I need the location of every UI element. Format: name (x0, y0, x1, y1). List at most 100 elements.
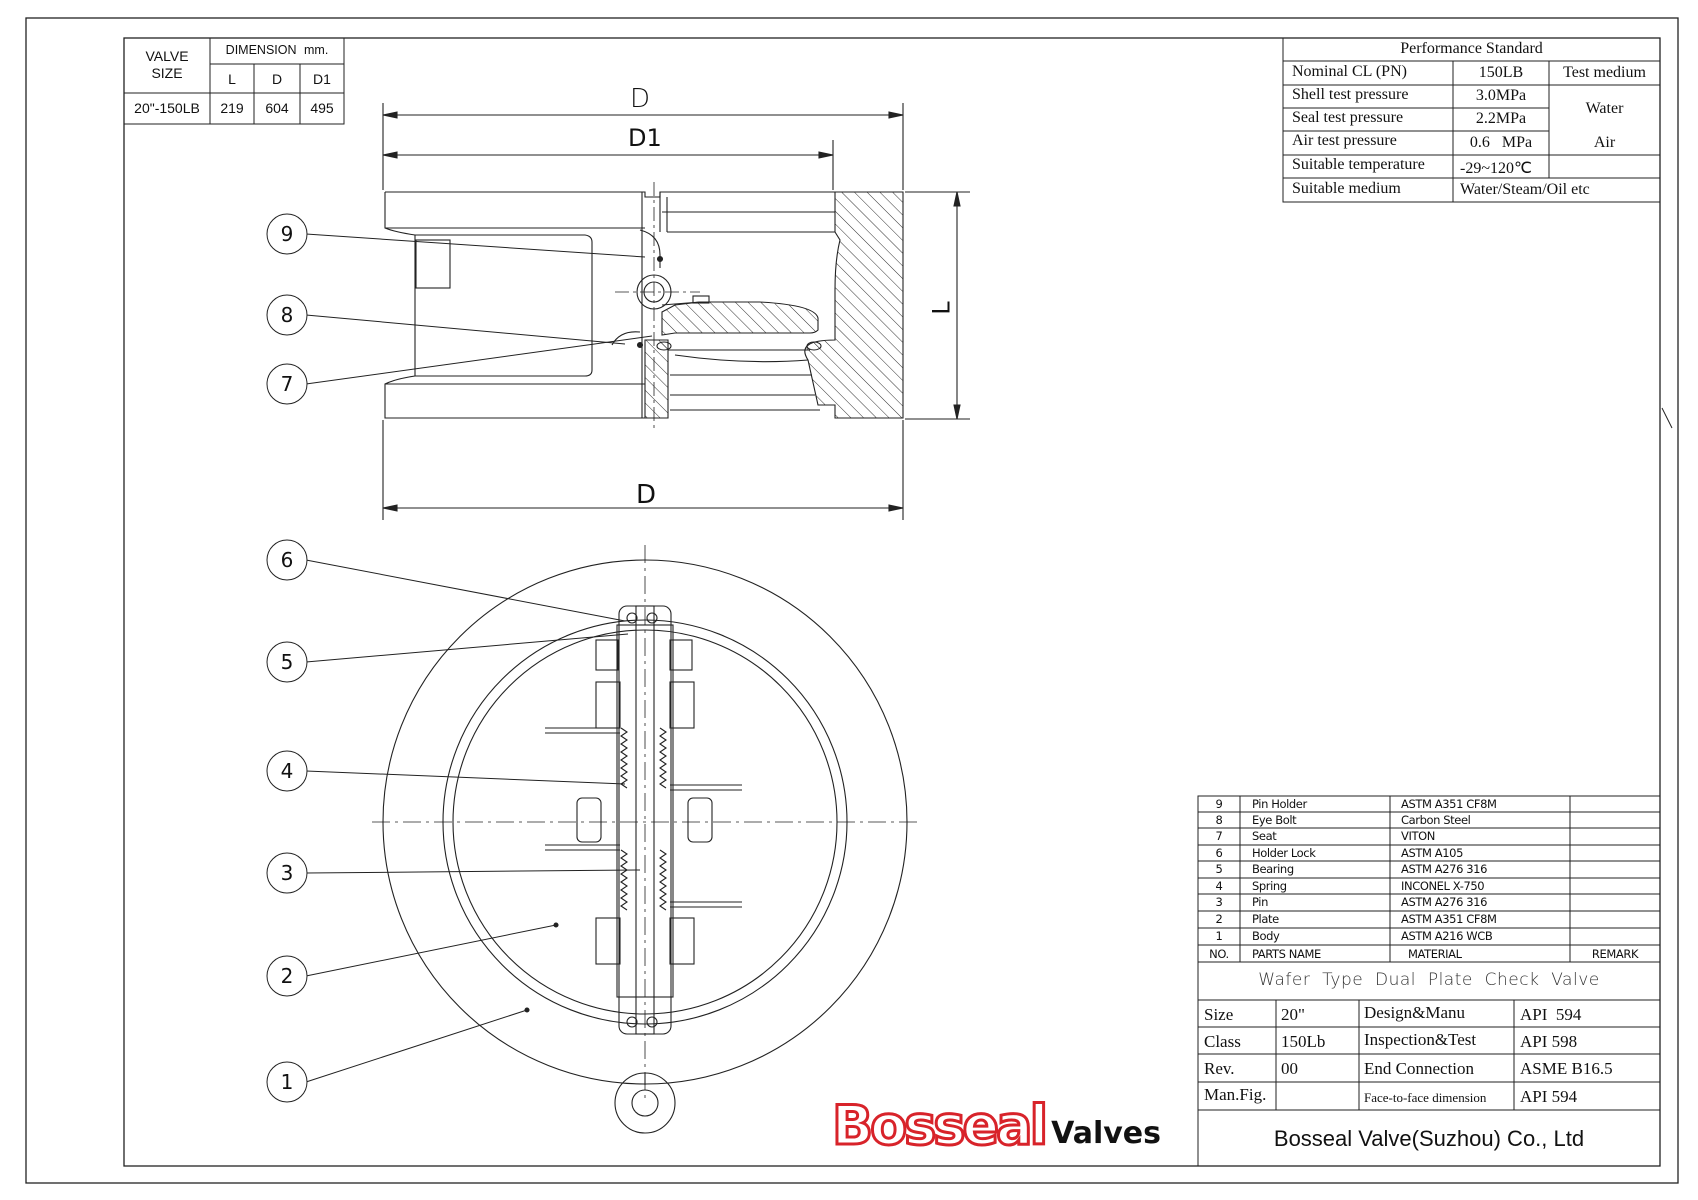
valve-size-label-line2: SIZE (151, 65, 183, 81)
dim-d-bottom: D (636, 480, 657, 510)
company-name: Bosseal Valve(Suzhou) Co., Ltd (1273, 1126, 1585, 1151)
part-material: ASTM A351 CF8M (1401, 912, 1497, 926)
perf-label-2: Seal test pressure (1292, 109, 1404, 126)
part-no: 3 (1215, 895, 1223, 909)
balloon-1: 1 (280, 1070, 294, 1094)
perf-medium-0: Test medium (1563, 64, 1646, 81)
part-name: Holder Lock (1252, 846, 1316, 860)
perf-value-0: 150LB (1478, 64, 1524, 81)
balloon-7: 7 (280, 372, 294, 396)
inner-border (123, 37, 1661, 1167)
perf-value-1: 3.0MPa (1475, 87, 1527, 104)
dim-d-top: D (630, 84, 651, 114)
tb-facetoface-key: Face-to-face dimension (1364, 1090, 1487, 1105)
part-material: ASTM A216 WCB (1401, 929, 1493, 943)
part-no: 9 (1215, 797, 1223, 811)
part-material: ASTM A276 316 (1401, 862, 1487, 876)
column-header-d1: D1 (313, 71, 331, 87)
tb-size-val: 20" (1281, 1005, 1305, 1024)
valve-size-label: VALVE SIZE (124, 48, 210, 82)
perf-label-0: Nominal CL (PN) (1292, 63, 1407, 80)
perf-label-1: Shell test pressure (1292, 86, 1409, 103)
balloon-3: 3 (280, 861, 294, 885)
tb-rev-val: 00 (1281, 1059, 1298, 1078)
perf-medium-3: Air (1593, 134, 1616, 151)
header-parts-name: PARTS NAME (1252, 946, 1321, 961)
perf-value-3: 0.6 MPa (1469, 134, 1533, 151)
tb-inspection-key: Inspection&Test (1364, 1030, 1477, 1049)
tb-manfig-key: Man.Fig. (1204, 1085, 1267, 1104)
tb-design-key: Design&Manu (1364, 1003, 1466, 1022)
tb-facetoface-val: API 594 (1520, 1087, 1578, 1106)
column-header-d: D (271, 71, 283, 87)
balloon-9: 9 (280, 222, 294, 246)
logo-brand: Bosseal (830, 1094, 1049, 1157)
dimension-unit: mm. (304, 43, 329, 57)
balloon-5: 5 (280, 650, 294, 674)
tb-class-val: 150Lb (1281, 1032, 1326, 1051)
row-d: 604 (265, 100, 289, 116)
part-material: ASTM A351 CF8M (1401, 797, 1497, 811)
valve-size-label-line1: VALVE (145, 48, 189, 64)
balloons (266, 213, 308, 1103)
balloon-8: 8 (280, 303, 294, 327)
perf-label-4: Suitable temperature (1292, 156, 1425, 173)
balloon-2: 2 (280, 964, 294, 988)
perf-label-5: Suitable medium (1292, 180, 1401, 197)
product-title: Wafer Type Dual Plate Check Valve (1258, 970, 1600, 990)
part-name: Seat (1252, 829, 1277, 843)
part-material: Carbon Steel (1401, 813, 1471, 827)
part-no: 2 (1215, 912, 1223, 926)
dim-l: L (927, 301, 956, 315)
part-material: ASTM A105 (1401, 846, 1463, 860)
dim-d1: D1 (628, 124, 662, 152)
part-material: ASTM A276 316 (1401, 895, 1487, 909)
tb-design-val: API 594 (1520, 1005, 1582, 1024)
part-no: 7 (1215, 829, 1223, 843)
part-name: Bearing (1252, 862, 1294, 876)
perf-water: Water (1585, 100, 1624, 117)
part-name: Plate (1252, 912, 1279, 926)
logo-suffix: Valves (1051, 1116, 1161, 1151)
row-d1: 495 (310, 100, 334, 116)
leader-lines (305, 233, 653, 1083)
tb-rev-key: Rev. (1204, 1059, 1235, 1078)
perf-value-2: 2.2MPa (1475, 110, 1527, 127)
header-no: NO. (1209, 946, 1229, 961)
part-no: 4 (1215, 879, 1223, 893)
part-material: VITON (1401, 829, 1435, 843)
tb-size-key: Size (1204, 1005, 1234, 1024)
tb-class-key: Class (1204, 1032, 1241, 1051)
performance-table-grid (1282, 37, 1661, 203)
part-material: INCONEL X-750 (1401, 879, 1485, 893)
dimension-label: DIMENSION (225, 43, 297, 57)
part-no: 5 (1215, 862, 1223, 876)
side-section-view (382, 103, 970, 520)
header-material: MATERIAL (1408, 946, 1462, 961)
balloon-4: 4 (280, 759, 294, 783)
part-name: Eye Bolt (1252, 813, 1297, 827)
title-block-grid (1197, 961, 1661, 1167)
dimension-table-grid (123, 37, 345, 125)
part-no: 8 (1215, 813, 1223, 827)
perf-label-3: Air test pressure (1292, 132, 1397, 149)
tb-end-key: End Connection (1364, 1059, 1475, 1078)
column-header-l: L (228, 71, 236, 87)
bosseal-logo: Bosseal Valves (830, 1094, 1161, 1157)
performance-title: Performance Standard (1400, 40, 1543, 57)
balloon-6: 6 (280, 548, 294, 572)
part-name: Pin Holder (1252, 797, 1307, 811)
row-l: 219 (220, 100, 244, 116)
part-name: Spring (1252, 879, 1287, 893)
part-name: Pin (1252, 895, 1268, 909)
row-size: 20"-150LB (134, 100, 200, 116)
outer-border (25, 17, 1679, 1184)
tb-inspection-val: API 598 (1520, 1032, 1578, 1051)
part-no: 1 (1215, 929, 1223, 943)
perf-value-5: Water/Steam/Oil etc (1460, 181, 1590, 198)
tb-end-val: ASME B16.5 (1520, 1059, 1613, 1078)
perf-value-4: -29~120℃ (1460, 160, 1532, 177)
front-view (372, 545, 918, 1134)
part-name: Body (1252, 929, 1280, 943)
